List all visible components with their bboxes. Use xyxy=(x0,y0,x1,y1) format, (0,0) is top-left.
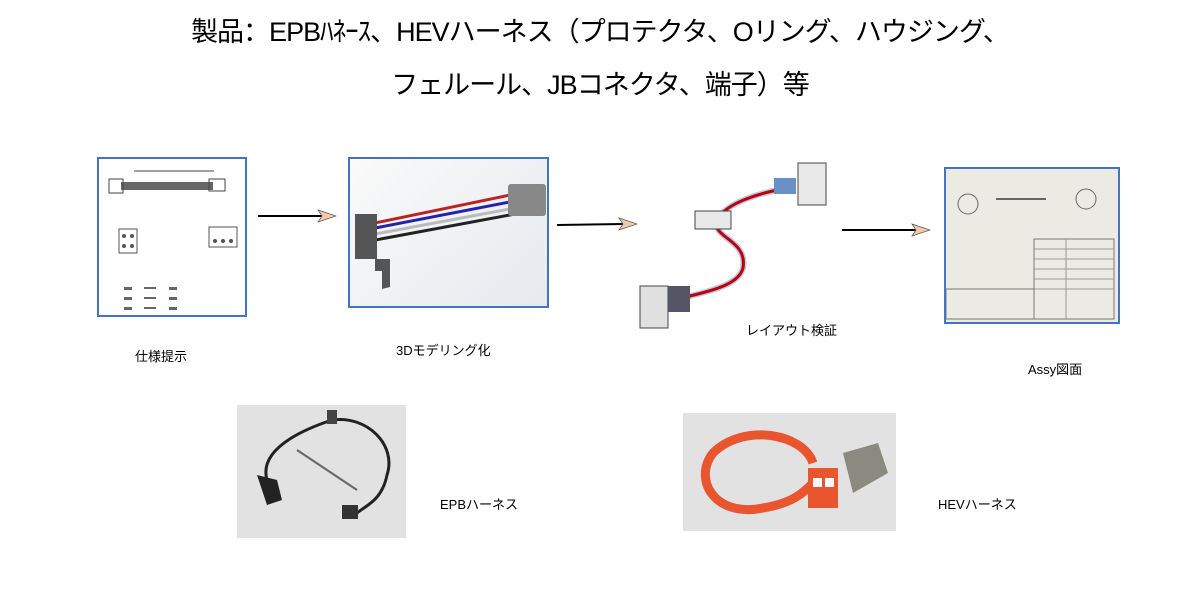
step-label-3d-modeling: 3Dモデリング化 xyxy=(396,343,491,358)
step-label-layout-verification: レイアウト検証 xyxy=(746,323,838,338)
title-line-1: 製品：EPBﾊﾈｰｽ、HEVハーネス（プロテクタ、Oリング、ハウジング、 xyxy=(191,17,1010,47)
step-label-spec: 仕様提示 xyxy=(135,349,188,364)
3d-model-image xyxy=(348,157,549,308)
product-label-hev-harness: HEVハーネス xyxy=(938,497,1017,512)
title-line-2: フェルール、JBコネクタ、端子）等 xyxy=(391,70,810,100)
epb-harness-photo xyxy=(237,405,406,538)
arrow-right-icon xyxy=(842,223,932,237)
step-label-assy-drawing: Assy図面 xyxy=(1028,362,1083,377)
assy-drawing-image xyxy=(944,167,1120,324)
product-label-epb-harness: EPBハーネス xyxy=(440,497,519,512)
hev-harness-photo xyxy=(683,413,896,531)
arrow-right-icon xyxy=(258,209,338,223)
spec-drawing-image xyxy=(97,157,247,317)
arrow-right-icon xyxy=(557,217,639,231)
layout-verification-diagram xyxy=(639,162,827,329)
